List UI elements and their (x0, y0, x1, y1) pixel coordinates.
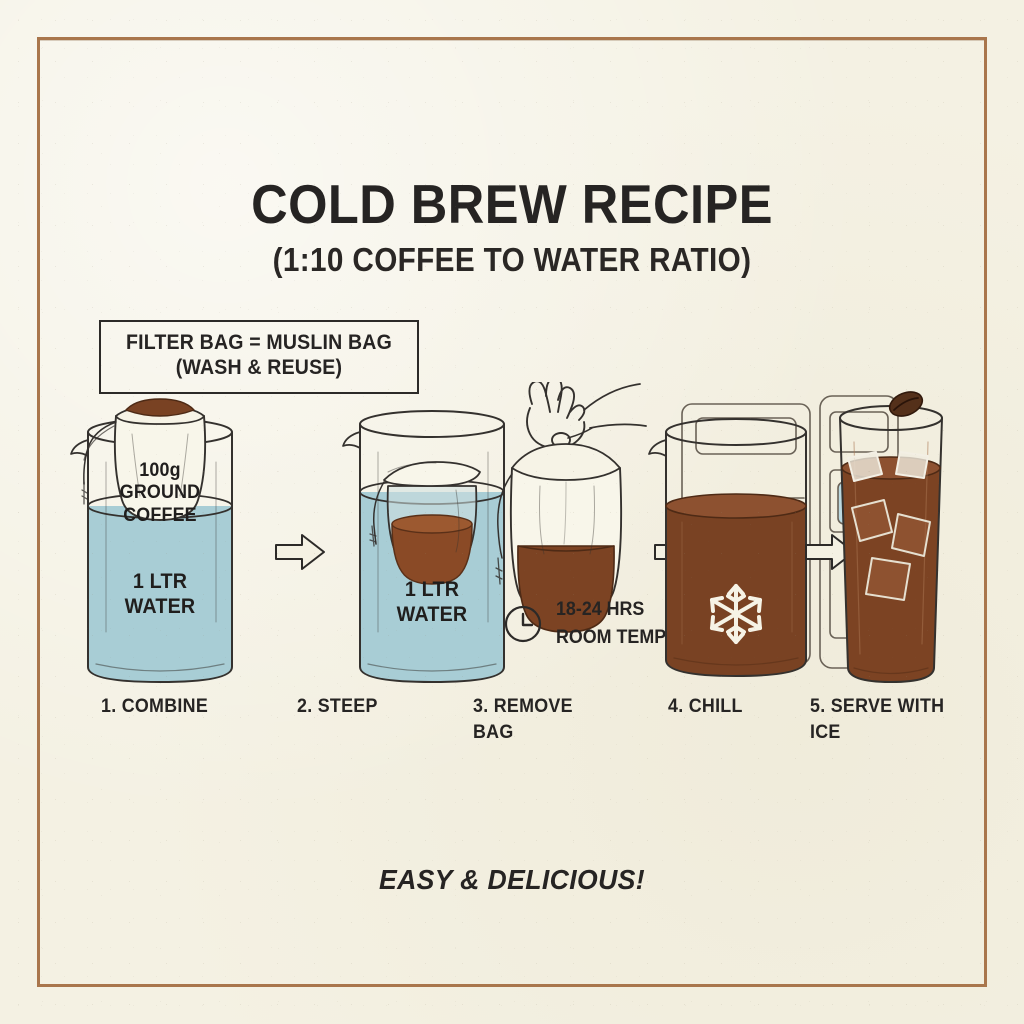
jar-with-coffee-bag-and-water-icon (70, 398, 233, 683)
clock-icon (504, 605, 542, 642)
step-5-caption: 5. SERVE WITH ICE (810, 696, 945, 743)
coffee-bean-icon (888, 391, 924, 417)
step-5-illustration (818, 382, 964, 712)
step-2-illustration: 1 LTR WATER (332, 382, 532, 712)
filter-bag-note-box: FILTER BAG = MUSLIN BAG (WASH & REUSE) (99, 320, 419, 394)
steep-time-note: 18-24 HRS ROOM TEMP (503, 596, 673, 651)
snowflake-icon (710, 584, 762, 644)
note-line-2: (WASH & REUSE) (175, 355, 343, 379)
steep-time-line2: ROOM TEMP (556, 626, 667, 648)
arrow-step4-to-step5-icon (805, 534, 855, 570)
steps-strip: 100g GROUND COFFEE 1 LTR WATER (60, 382, 964, 712)
step-3-illustration: 18-24 HRS ROOM TEMP (458, 382, 678, 712)
step-1-caption: 1. COMBINE (101, 696, 209, 717)
page-subtitle: (1:10 COFFEE TO WATER RATIO) (272, 240, 752, 278)
step-1-illustration: 100g GROUND COFFEE 1 LTR WATER (60, 382, 260, 712)
poster-header: COLD BREW RECIPE (1:10 COFFEE TO WATER R… (0, 173, 1024, 279)
arrow-step1-to-step2-icon (275, 534, 325, 570)
hand-lifting-bag-icon (495, 382, 647, 633)
step-2-caption: 2. STEEP (297, 696, 378, 717)
step-4-caption: 4. CHILL (668, 696, 743, 717)
page-title: COLD BREW RECIPE (251, 173, 773, 235)
step-1-label-water: 1 LTR WATER (124, 570, 196, 618)
step-2-label-water: 1 LTR WATER (396, 578, 468, 626)
step-3-caption: 3. REMOVE BAG (473, 696, 573, 743)
note-line-1: FILTER BAG = MUSLIN BAG (126, 331, 392, 354)
poster-footer-tagline: EASY & DELICIOUS! (378, 864, 646, 895)
steep-time-text: 18-24 HRS ROOM TEMP (556, 596, 666, 651)
step-1-label-coffee: 100g GROUND COFFEE (119, 460, 201, 526)
steep-time-line1: 18-24 HRS (556, 599, 645, 620)
iced-coffee-glass-icon (839, 391, 943, 683)
jar-with-bag-submerged-icon (342, 410, 505, 683)
